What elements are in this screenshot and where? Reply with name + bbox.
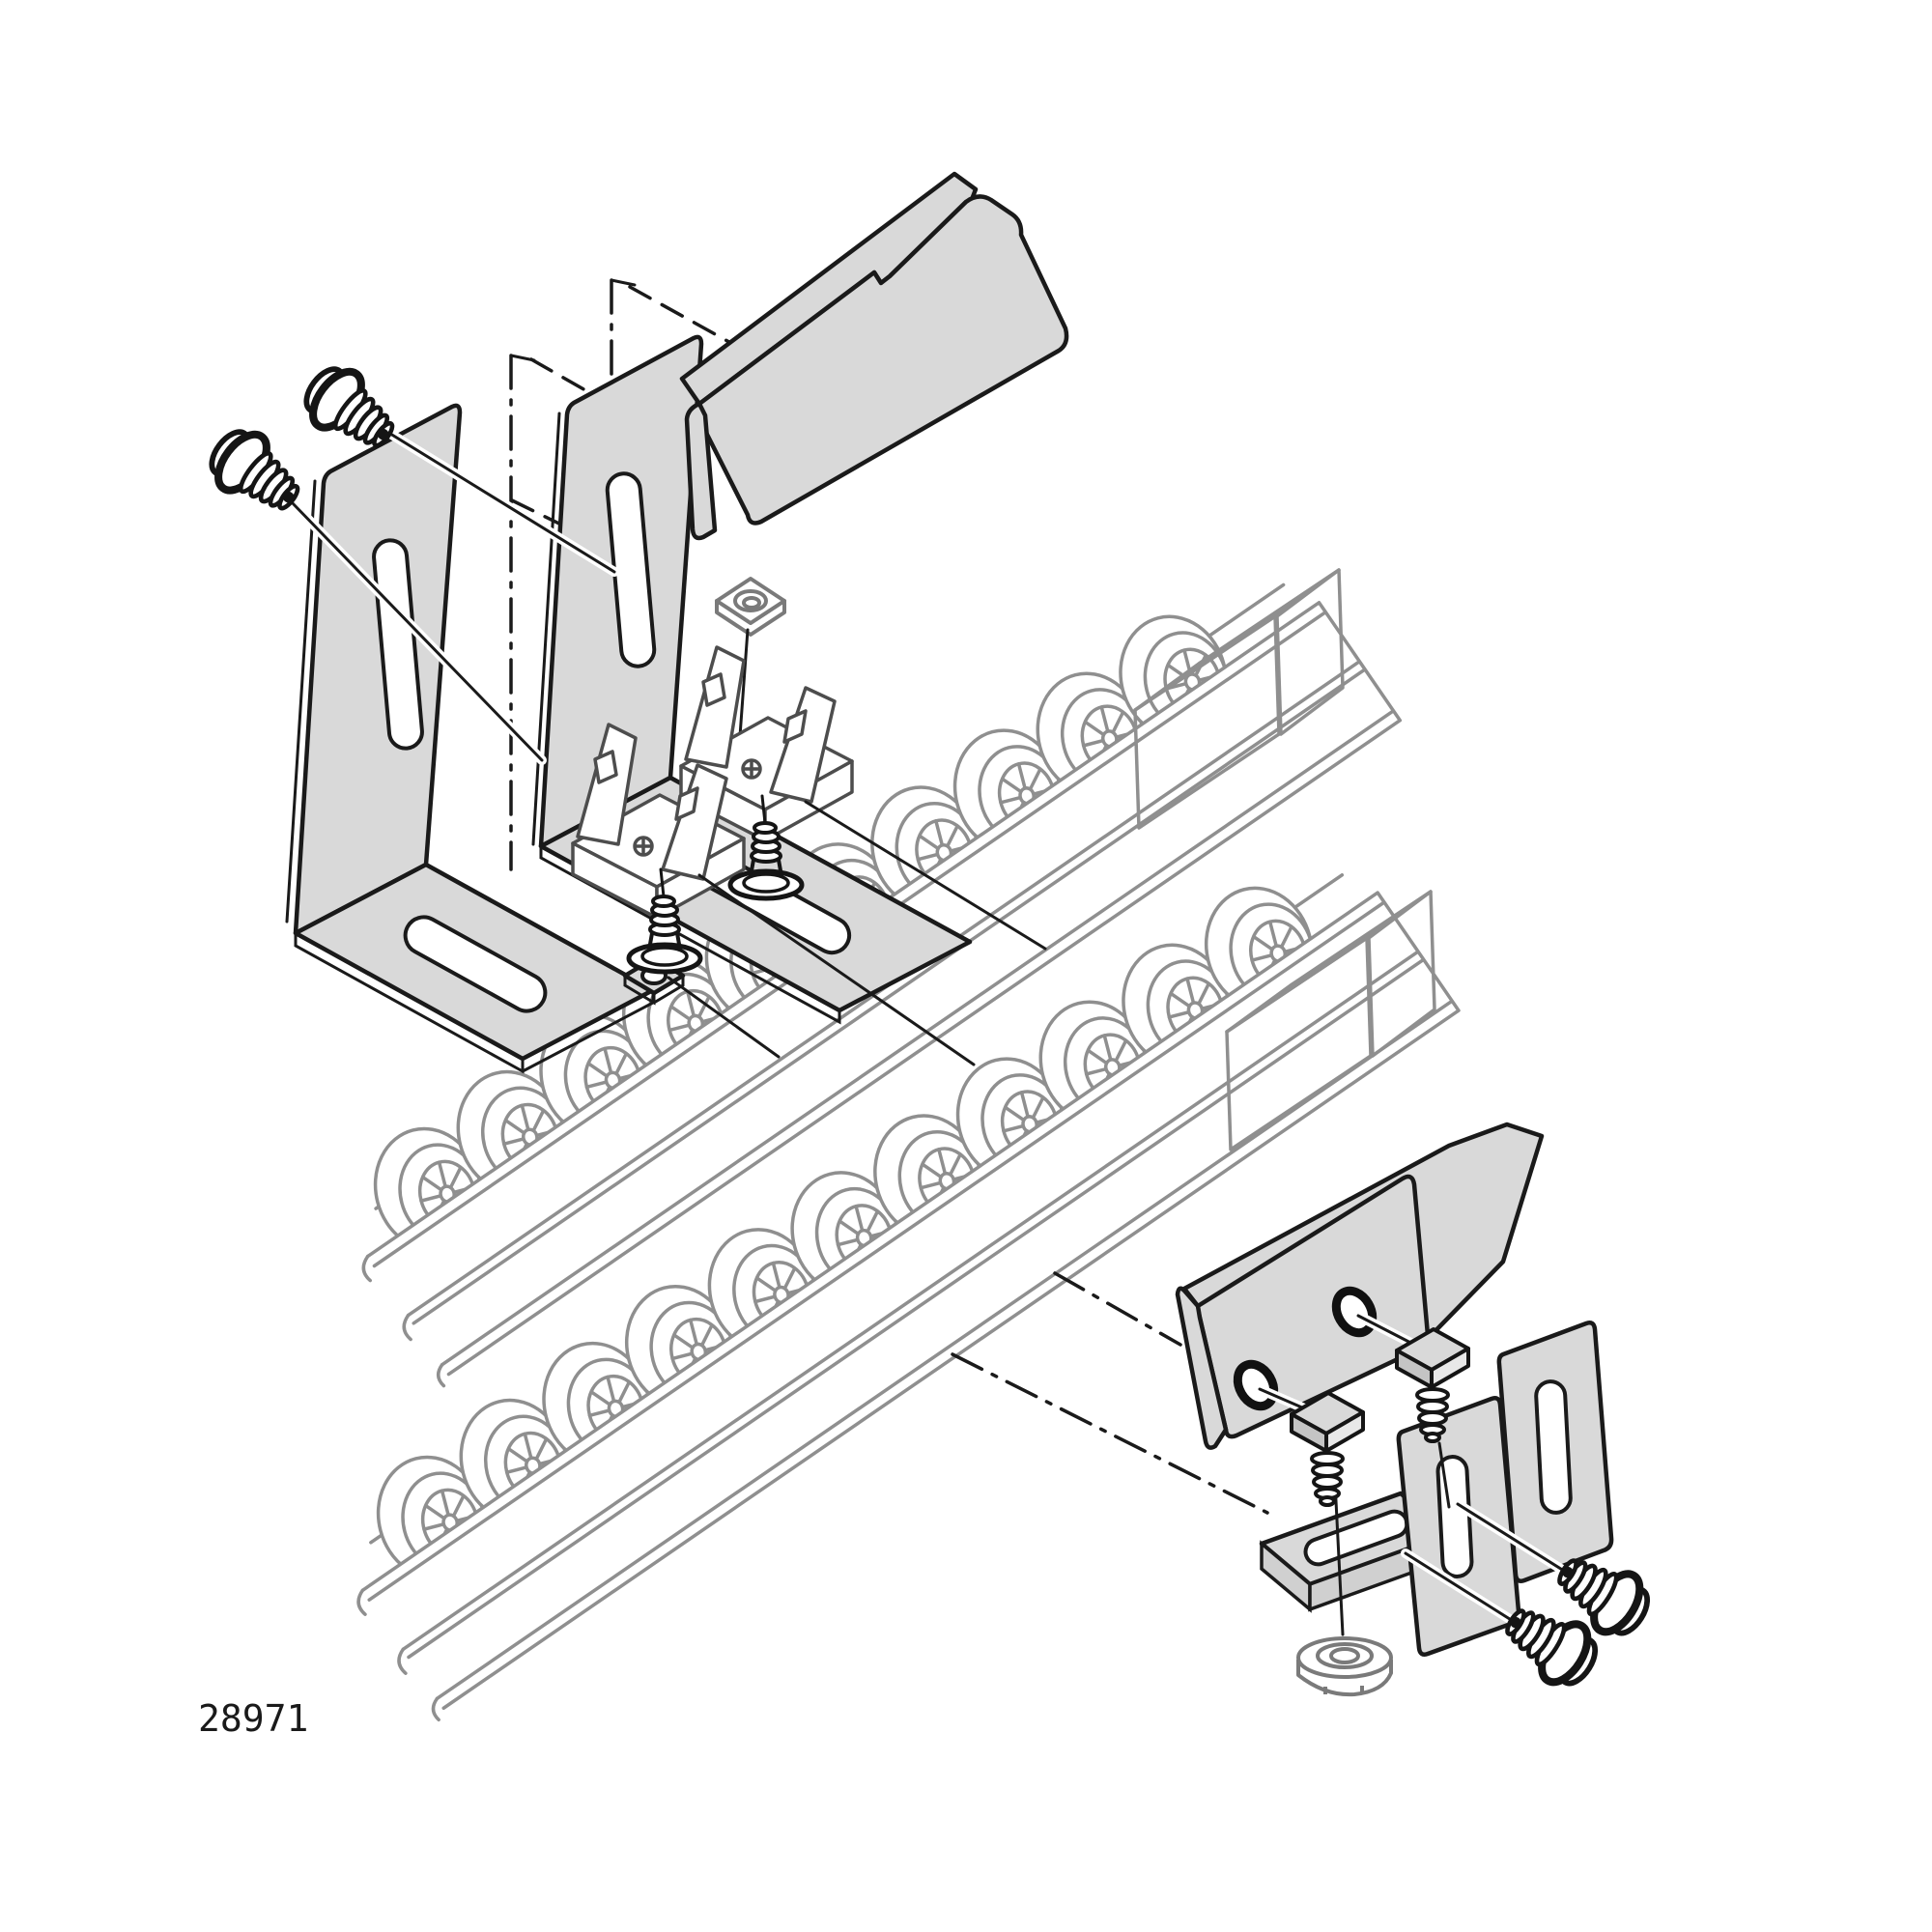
- top-guide-plate: [679, 171, 1069, 541]
- square-nut: [715, 577, 786, 637]
- block-leader-line: [804, 800, 1047, 951]
- block-leader-line: [697, 873, 976, 1066]
- figure-number: 28971: [198, 1697, 308, 1740]
- mounting-axis-line: [1053, 1271, 1182, 1347]
- guide-plate-front-face: [1195, 1174, 1431, 1439]
- front-angle-bracket: [285, 403, 686, 1074]
- projection-line: [510, 498, 630, 559]
- screw-leader-line: [381, 427, 616, 574]
- guide-plate-fold-edge: [684, 401, 718, 541]
- lower-roller-rail: [356, 873, 1461, 1721]
- rail-end-clip: [1133, 568, 1345, 830]
- bolt-axis-line: [1333, 1480, 1345, 1636]
- mounting-axis-line: [951, 1352, 1269, 1515]
- bolt-axis-line: [1437, 1441, 1451, 1509]
- t-bolt: [1290, 1391, 1365, 1507]
- rail-end-clip: [1225, 890, 1436, 1151]
- clamp-block-front: [571, 723, 746, 920]
- screw-leader-line: [290, 500, 544, 762]
- guide-plate-fold-edge: [1175, 1286, 1229, 1450]
- pad-leader-line: [667, 976, 781, 1059]
- flange-nut: [1296, 1636, 1393, 1697]
